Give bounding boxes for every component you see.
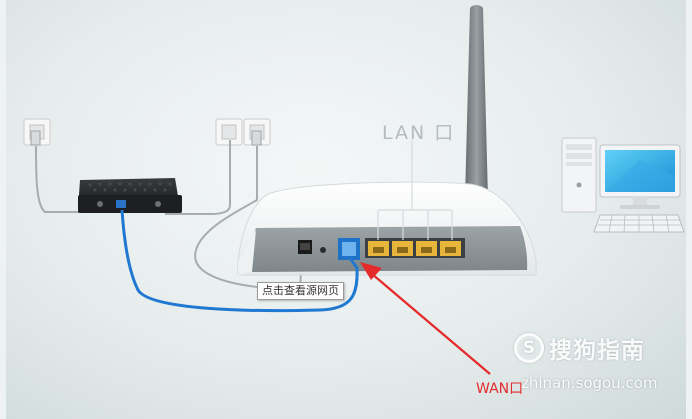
wan-port-label: WAN口 bbox=[476, 381, 524, 397]
watermark-brand-text: 搜狗指南 bbox=[549, 338, 645, 364]
computer-monitor bbox=[599, 144, 681, 209]
sogou-watermark: S 搜狗指南 bbox=[514, 331, 645, 365]
wan-arrow bbox=[360, 262, 491, 375]
wireless-router bbox=[237, 181, 537, 276]
computer-keyboard bbox=[593, 214, 685, 233]
wall-outlet-middle bbox=[215, 118, 243, 146]
lan-port-label: LAN 口 bbox=[382, 122, 456, 144]
view-source-button[interactable]: 点击查看源网页 bbox=[257, 282, 344, 300]
watermark-url-text: zhinan.sogou.com bbox=[521, 374, 658, 392]
sogou-logo-icon: S bbox=[514, 333, 544, 363]
modem bbox=[78, 178, 182, 213]
lan-bracket bbox=[377, 140, 453, 240]
computer-tower bbox=[561, 137, 597, 213]
modem-power-cable bbox=[165, 140, 231, 215]
wall-outlet-left bbox=[23, 118, 51, 146]
wan-cable bbox=[120, 209, 359, 313]
phone-line-cable bbox=[35, 145, 85, 213]
wall-outlet-right bbox=[243, 118, 271, 146]
